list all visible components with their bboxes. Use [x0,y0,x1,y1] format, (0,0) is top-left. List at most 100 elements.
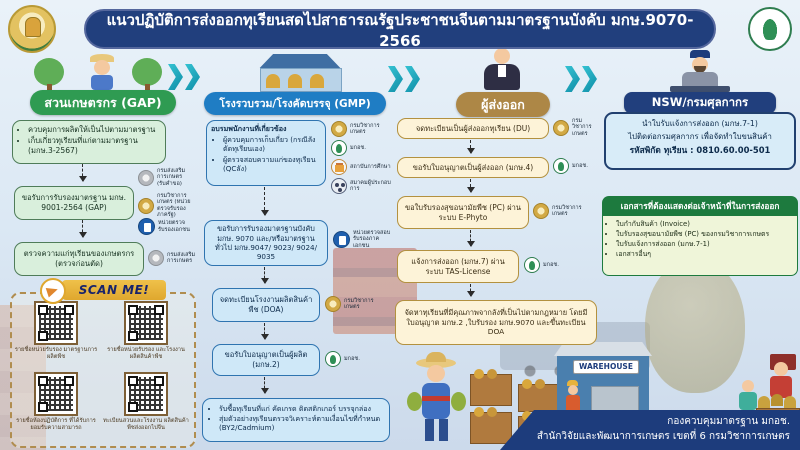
chevron-right-icon [405,66,420,92]
connector [260,323,269,340]
silver-seal-icon [138,169,154,186]
gold-seal-icon [138,197,154,214]
qr-code [124,301,168,345]
agency-doa: กรมวิชาการเกษตร [533,203,593,219]
acfs-seal-icon [524,257,540,273]
document-icon [138,218,155,235]
document-item: ใบกำกับสินค้า (Invoice) [616,219,797,229]
gold-seal-icon [553,119,569,136]
farm-step-production-item: เก็บเกี่ยวทุเรียนที่แก่ตามมาตรฐาน (มกษ.3… [28,136,160,156]
agency-acfs: มกอช. [553,158,593,174]
qr-block-cert-bodies: รายชื่อหน่วยรับรอง มาตรฐานการผลิตพืช [13,301,99,361]
agency-school: สถาบันการศึกษา [331,159,391,175]
customs-line: นำใบรับแจ้งการส่งออก (มกษ.7-1) [642,119,758,128]
exporter-step-sourcing: จัดหาทุเรียนที่มีคุณภาพจากลังที่เป็นไปตา… [395,300,597,345]
column-header-exporter: ผู้ส่งออก [456,92,550,117]
farm-step-production: ควบคุมการผลิตให้เป็นไปตามมาตรฐาน เก็บเกี… [12,120,166,164]
acfs-logo [748,7,792,51]
chevron-right-icon [185,64,200,90]
qr-block-labs: รายชื่อห้องปฏิบัติการ ที่ได้รับการยอมรับ… [13,372,99,432]
flow-arrow-3 [565,66,597,92]
qr-caption: ทะเบียนสวนและโรงงาน ผลิตสินค้าพืชส่งออกไ… [103,418,189,432]
document-item: ใบรับแจ้งการส่งออก (มกษ.7-1) [616,239,797,249]
gold-seal-icon [331,121,347,137]
exporter-step-du-registration: จดทะเบียนเป็นผู้ส่งออกทุเรียน (DU) [397,118,549,139]
customs-info-box: นำใบรับแจ้งการส่งออก (มกษ.7-1) ไปติดต่อก… [604,112,796,170]
connector [260,267,269,284]
qr-caption: รายชื่อห้องปฏิบัติการ ที่ได้รับการยอมรับ… [16,418,96,432]
connector [466,179,475,193]
doa-department-logo [8,5,56,53]
exporter-step-phyto-cert: ขอใบรับรองสุขอนามัยพืช (PC) ผ่านระบบ E-P… [397,196,529,229]
flow-arrow-1 [168,64,200,90]
connector [260,377,269,394]
qr-code [34,372,78,416]
qr-block-china-registry: ทะเบียนสวนและโรงงาน ผลิตสินค้าพืชส่งออกไ… [103,372,189,432]
agency-private-cert: หน่วยตรวจรับรองเอกชน [138,218,196,235]
connector [260,187,269,216]
warehouse-sign: WAREHOUSE [573,360,639,374]
column-header-packing: โรงรวบรวม/โรงคัดบรรจุ (GMP) [204,92,386,115]
megaphone-horn-icon [45,284,60,298]
training-item: ผู้ควบคุมการเก็บเกี่ยว (กรณีลังตัดทุเรีย… [223,135,319,153]
packing-step-buying-grading: รับซื้อทุเรียนที่แก่ คัดเกรด ติดสติกเกอร… [202,398,390,442]
agency-private-inspection: หน่วยตรวจสอบรับรองภาคเอกชน [333,230,391,249]
agency-doa: กรมวิชาการเกษตร [325,296,385,312]
agency-doa-cert: กรมวิชาการเกษตร (หน่วยตรวจรับรองภาครัฐ) [138,193,196,219]
farm-step-maturity-check: ตรวจความแก่ทุเรียนของเกษตรกร (ตรวจก่อนตั… [14,242,144,276]
flow-arrow-2 [388,66,420,92]
scan-me-banner: SCAN ME! [62,280,166,300]
documents-list-panel: ใบกำกับสินค้า (Invoice) ใบรับรองสุขอนามั… [602,216,798,276]
chevron-right-icon [565,66,580,92]
training-title: อบรมพนักงานที่เกี่ยวข้อง [211,124,287,133]
customs-hs-code: รหัสพิกัด ทุเรียน : 0810.60.00-501 [629,145,771,156]
connector [466,140,475,154]
connector [78,164,87,182]
buying-item: รับซื้อทุเรียนที่แก่ คัดเกรด ติดสติกเกอร… [219,404,383,413]
connector [466,284,475,297]
farm-step-gap-cert: ขอรับการรับรองมาตรฐาน มกษ. 9001-2564 (GA… [14,186,134,220]
acfs-seal-icon [331,140,347,156]
gold-seal-icon [533,203,549,219]
chevron-right-icon [582,66,597,92]
agency-doae-check: กรมส่งเสริมการเกษตร [148,250,198,266]
agency-acfs: มกอช. [325,351,375,367]
farmer-illustration [85,54,119,90]
exporter-step-export-license: ขอรับใบอนุญาตเป็นผู้ส่งออก (มกษ.4) [397,157,549,178]
credit-footer: กองควบคุมมาตรฐาน มกอช. สำนักวิจัยและพัฒน… [500,410,800,450]
megaphone-icon [40,278,66,304]
chevron-right-icon [388,66,403,92]
agency-association: สมาคมผู้ประกอบการ [331,178,391,194]
acfs-seal-icon [553,158,569,174]
customs-officer-illustration [670,50,730,92]
document-item: ใบรับรองสุขอนามัยพืช (PC) ของกรมวิชาการเ… [616,229,797,239]
agency-acfs: มกอช. [524,257,564,273]
giant-durian-backdrop [645,258,745,393]
customs-line: ไปติดต่อกรมศุลกากร เพื่อจัดทำใบขนสินค้า [628,132,772,142]
buying-item: สุ่มตัวอย่างทุเรียนตรวจวิเคราะห์ตามเงื่อ… [219,414,383,432]
silver-seal-icon [148,250,164,266]
packing-step-producer-license: ขอรับใบอนุญาตเป็นผู้ผลิต (มกษ.2) [212,344,320,376]
document-icon [333,231,350,249]
qr-code [34,301,78,345]
packing-step-mandatory-cert: ขอรับการรับรองมาตรฐานบังคับ มกษ. 9070 แล… [204,220,328,266]
credit-line: สำนักวิจัยและพัฒนาการเกษตร เขตที่ 6 กรมว… [536,431,790,442]
connector [466,230,475,247]
packing-house-illustration [252,54,348,92]
document-item: เอกสารอื่นๆ [616,249,797,259]
exporter-step-export-notify: แจ้งการส่งออก (มกษ.7) ผ่านระบบ TAS-Licen… [397,250,519,283]
people-group-icon [331,178,347,194]
doa-emblem-icon [25,17,41,37]
qr-code [124,372,168,416]
farmer-with-durians-illustration [405,352,467,448]
acfs-emblem-icon [761,16,779,40]
training-item: ผู้ตรวจสอบความแก่ของทุเรียน (QCลัง) [223,155,319,173]
gold-seal-icon [325,296,341,312]
agency-doa: กรมวิชาการเกษตร [553,118,599,137]
farm-step-production-item: ควบคุมการผลิตให้เป็นไปตามมาตรฐาน [28,125,160,135]
agency-acfs: มกอช. [331,140,391,156]
documents-header: เอกสารที่ต้องแสดงต่อเจ้าหน้าที่ในการส่งอ… [602,196,798,216]
packing-step-doa-registration: จดทะเบียนโรงงานผลิตสินค้าพืช (DOA) [212,288,320,322]
agency-doae-apply: กรมส่งเสริมการเกษตร (รับคำขอ) [138,168,196,187]
